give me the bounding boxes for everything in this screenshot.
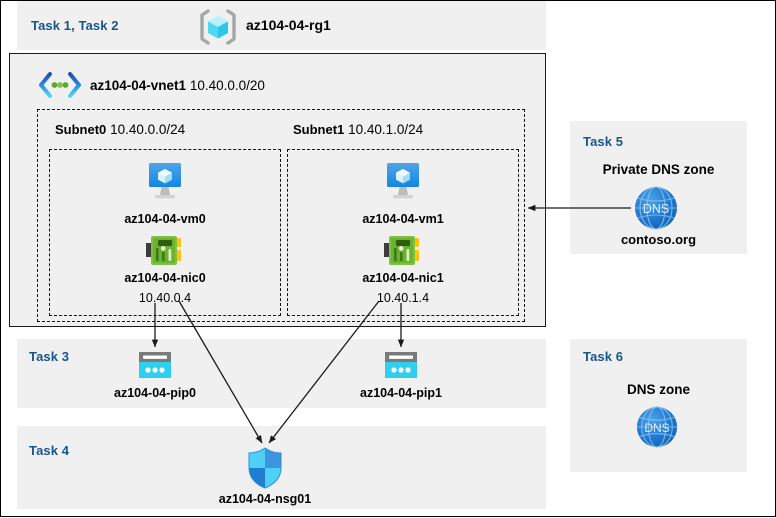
- subnet1-cidr: 10.40.1.0/24: [348, 122, 424, 137]
- public-ip-address-icon: [383, 350, 419, 382]
- subnet1-name: Subnet1: [293, 122, 345, 137]
- nic0-ip: 10.40.0.4: [138, 291, 192, 305]
- vm0-label: az104-04-vm0: [124, 212, 206, 226]
- vnet-title: az104-04-vnet1 10.40.0.0/20: [90, 77, 265, 95]
- pip1-label: az104-04-pip1: [360, 386, 442, 400]
- virtual-network-icon: [38, 71, 82, 99]
- subnet1-box: [287, 149, 519, 316]
- private-dns-zone-name: contoso.org: [620, 232, 697, 247]
- resource-group-icon: [198, 8, 238, 46]
- nic1-label: az104-04-nic1: [362, 271, 444, 285]
- dns-icon-text: DNS: [644, 421, 669, 435]
- dns-icon-text: DNS: [643, 202, 669, 216]
- virtual-machine-icon: [377, 161, 429, 207]
- subnet1-title: Subnet1 10.40.1.0/24: [293, 121, 423, 139]
- vnet-name: az104-04-vnet1: [90, 78, 187, 93]
- task6-panel: [570, 339, 747, 472]
- nic0-label: az104-04-nic0: [124, 271, 206, 285]
- dns-zone-icon: DNS: [633, 185, 679, 231]
- subnet0-name: Subnet0: [55, 122, 107, 137]
- resource-group-name: az104-04-rg1: [246, 17, 331, 33]
- network-security-group-icon: [245, 446, 285, 490]
- nic1-ip: 10.40.1.4: [376, 291, 430, 305]
- public-ip-address-icon: [137, 350, 173, 382]
- network-interface-icon: [146, 234, 184, 268]
- network-interface-icon: [384, 234, 422, 268]
- task6-label: Task 6: [583, 349, 624, 364]
- vm1-label: az104-04-vm1: [362, 212, 444, 226]
- task3-label: Task 3: [29, 349, 70, 364]
- subnet0-title: Subnet0 10.40.0.0/24: [55, 121, 185, 139]
- vnet-address-space: 10.40.0.0/20: [189, 78, 265, 93]
- task1-task2-panel: [17, 1, 546, 50]
- virtual-machine-icon: [139, 161, 191, 207]
- dns-zone-title: DNS zone: [626, 382, 690, 397]
- dns-zone-icon: DNS: [635, 405, 679, 449]
- private-dns-zone-title: Private DNS zone: [602, 162, 715, 177]
- nsg-label: az104-04-nsg01: [218, 492, 312, 506]
- subnet0-box: [49, 149, 281, 316]
- task1-task2-label: Task 1, Task 2: [31, 18, 119, 33]
- pip0-label: az104-04-pip0: [114, 386, 196, 400]
- task4-label: Task 4: [29, 443, 70, 458]
- task5-label: Task 5: [583, 134, 624, 149]
- subnet0-cidr: 10.40.0.0/24: [110, 122, 186, 137]
